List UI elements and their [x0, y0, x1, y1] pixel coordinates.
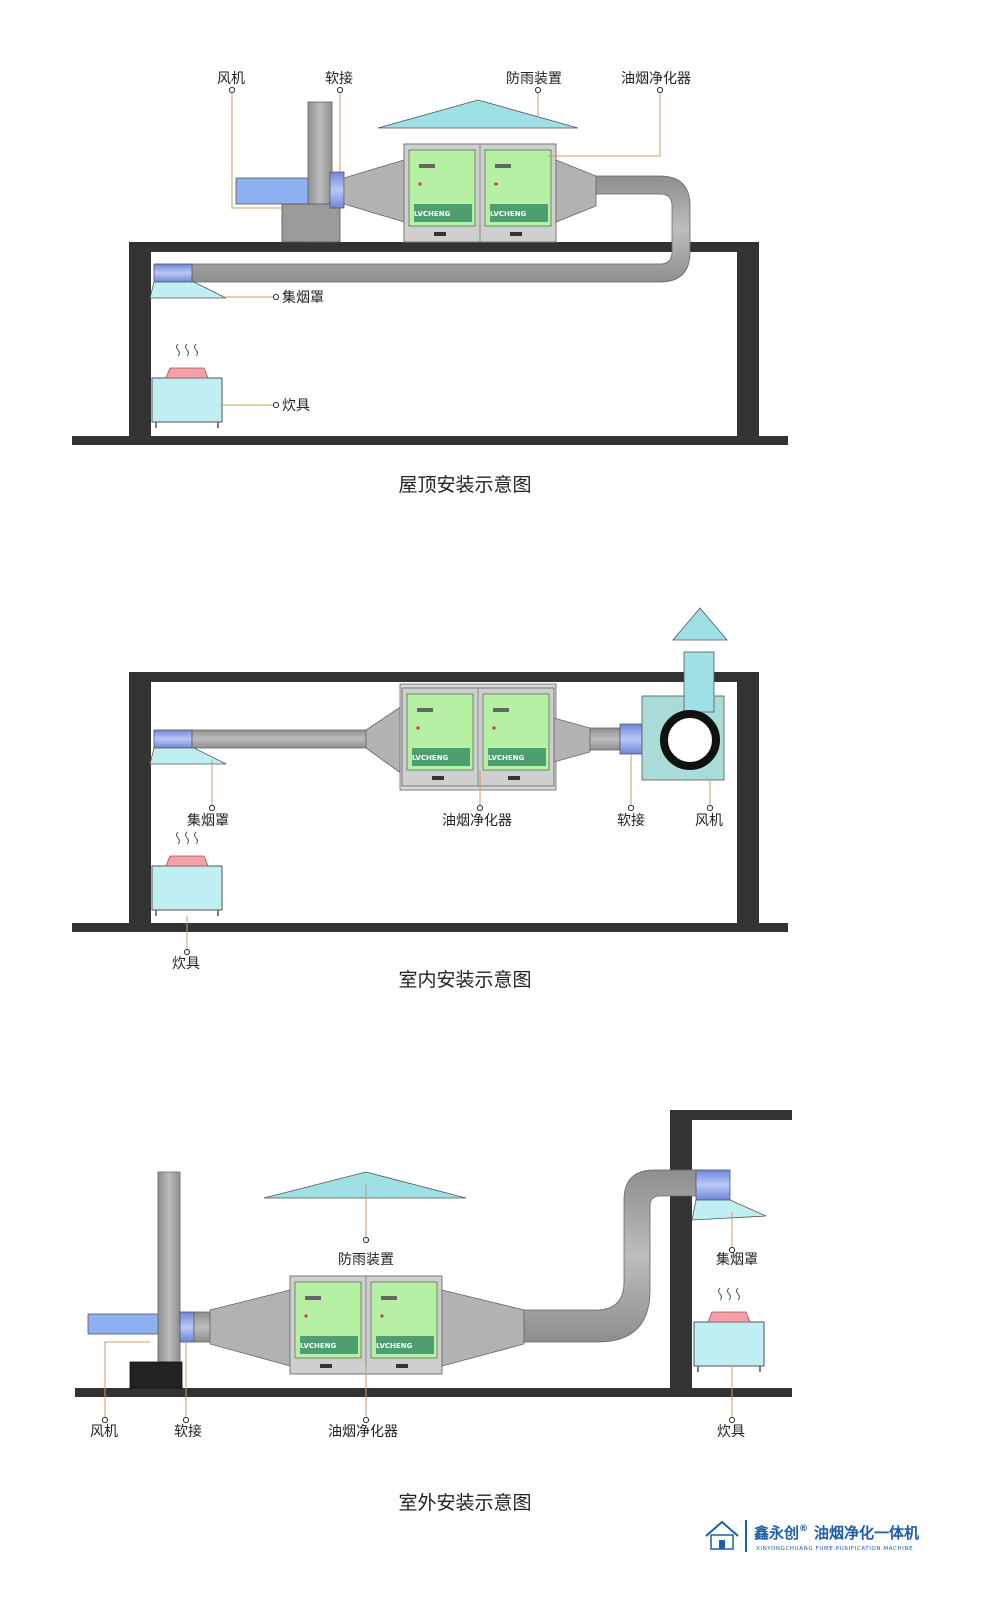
diagram-roof-install: LVCHENG LVCHENG 风机 软接 防雨装置 油烟净化器 集烟罩 — [72, 70, 788, 496]
reducer-outlet — [555, 159, 597, 223]
rain-guard — [672, 607, 728, 641]
label-soft-joint: 软接 — [617, 812, 645, 829]
building-roof — [670, 1110, 792, 1120]
label-soft-joint: 软接 — [325, 70, 353, 87]
label-purifier: 油烟净化器 — [442, 813, 512, 829]
label-purifier: 油烟净化器 — [621, 71, 691, 87]
logo-brand-name: 鑫永创 — [753, 1524, 799, 1542]
label-stove: 炊具 — [282, 398, 310, 414]
logo-product-name: 油烟净化一体机 — [814, 1524, 919, 1542]
label-purifier: 油烟净化器 — [328, 1424, 398, 1440]
building-roof — [129, 672, 759, 682]
rain-guard — [377, 99, 579, 129]
label-hood: 集烟罩 — [282, 289, 324, 306]
building-wall — [670, 1110, 692, 1390]
intake-duct — [189, 729, 367, 749]
ground-line — [72, 923, 788, 932]
fan-stack — [683, 651, 715, 713]
unit-brand-right: LVCHENG — [490, 210, 527, 218]
reducer-inlet — [343, 159, 405, 223]
stove — [693, 1287, 765, 1373]
label-stove: 炊具 — [172, 956, 200, 972]
building-wall-right — [737, 242, 759, 438]
label-fan: 风机 — [695, 813, 723, 829]
soft-joint — [619, 723, 643, 755]
label-fan: 风机 — [217, 71, 245, 87]
unit-brand-left: LVCHENG — [412, 754, 449, 762]
brand-logo: 鑫永创® 油烟净化一体机 XINYONGCHUANG FUME PURIFICAT… — [705, 1520, 919, 1552]
logo-subtitle: XINYONGCHUANG FUME PURIFICATION MACHINE — [756, 1546, 913, 1552]
reducer-outlet — [441, 1289, 525, 1367]
building-roof — [129, 242, 759, 252]
label-hood: 集烟罩 — [187, 812, 229, 829]
unit-brand-right: LVCHENG — [376, 1342, 413, 1350]
fan-outlet — [87, 1313, 159, 1335]
unit-brand-left: LVCHENG — [414, 210, 451, 218]
label-stove: 炊具 — [717, 1424, 745, 1440]
caption-outdoor-install: 室外安装示意图 — [398, 1492, 531, 1514]
purifier-unit — [401, 687, 555, 787]
logo-registered-mark: ® — [799, 1524, 808, 1534]
soft-joint — [179, 1311, 195, 1343]
diagram-indoor-install: LVCHENG LVCHENG 集烟罩 油烟净化器 软接 风机 炊具 室内安装示… — [72, 607, 788, 991]
fan-outlet — [235, 177, 309, 205]
caption-roof-install: 屋顶安装示意图 — [398, 474, 531, 496]
ground-line — [72, 436, 788, 445]
building-wall-left — [129, 672, 151, 925]
smoke-hood — [691, 1199, 767, 1221]
label-soft-joint: 软接 — [174, 1423, 202, 1440]
building-wall-right — [737, 672, 759, 925]
ground-line — [75, 1388, 792, 1397]
fan-body — [281, 203, 341, 243]
purifier-unit — [289, 1275, 443, 1375]
fan-exhaust-stack — [157, 1171, 181, 1363]
fan-impeller — [660, 710, 720, 770]
label-fan: 风机 — [90, 1424, 118, 1440]
reducer-outlet — [553, 717, 591, 763]
building-wall-left — [129, 242, 151, 438]
intake-box — [695, 1169, 731, 1201]
label-hood: 集烟罩 — [716, 1251, 758, 1268]
exhaust-duct — [523, 1169, 701, 1343]
house-logo-icon — [705, 1520, 739, 1550]
svg-text:鑫永创®油烟净化一体机: 鑫永创® 油烟净化一体机 — [753, 1524, 919, 1542]
purifier-unit — [403, 143, 557, 243]
label-rain-guard: 防雨装置 — [506, 71, 562, 87]
reducer-inlet — [209, 1289, 291, 1367]
soft-joint — [329, 171, 345, 209]
caption-indoor-install: 室内安装示意图 — [398, 969, 531, 991]
reducer-inlet — [365, 705, 403, 775]
unit-brand-left: LVCHENG — [300, 1342, 337, 1350]
label-rain-guard: 防雨装置 — [338, 1252, 394, 1268]
stove — [151, 831, 223, 917]
unit-brand-right: LVCHENG — [488, 754, 525, 762]
diagram-outdoor-install: LVCHENG LVCHENG 防雨装置 集烟罩 风机 软接 油烟净化器 炊具 … — [75, 1110, 792, 1514]
fan-base — [129, 1361, 183, 1389]
rain-guard — [263, 1171, 467, 1199]
